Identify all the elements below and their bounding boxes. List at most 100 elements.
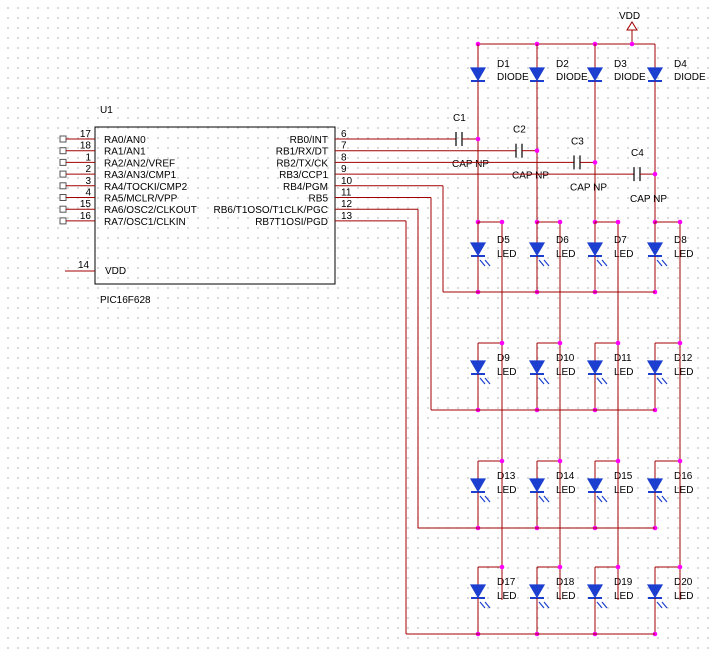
led-type: LED [614,485,633,496]
led-arrow [656,259,663,267]
diode-type: DIODE [614,72,646,83]
led-d11 [586,360,604,375]
ic-left-pins: 17RA0/AN018RA1/AN11RA2/AN2/VREF2RA3/AN3/… [59,129,197,228]
led-ref: D7 [614,235,627,246]
diode-type: DIODE [556,72,588,83]
pin-name: RB4/PGM [283,182,328,193]
led-d7 [586,242,604,257]
vdd-power-symbol [626,21,638,31]
pin-terminal [59,135,67,143]
led-type: LED [556,485,575,496]
led-d9 [469,360,487,375]
pin-name: RB5 [309,194,329,205]
pin-terminal [59,194,67,201]
pin-number: 4 [85,188,91,199]
diode-3 [586,67,604,82]
led-ref: D5 [497,235,510,246]
led-arrow [601,495,608,503]
led-arrow [661,377,668,385]
led-ref: D8 [674,235,687,246]
led-type: LED [674,367,693,378]
junction-dot [677,564,683,570]
diode-ref: D4 [674,59,687,70]
junction-dot [677,458,683,464]
led-d17 [469,584,487,599]
led-type: LED [556,249,575,260]
pin-number: 10 [341,176,353,187]
pin-number: 16 [80,211,92,222]
led-ref: D10 [556,353,575,364]
junction-dot [629,41,635,47]
vdd-pin-number: 14 [78,260,90,271]
led-type: LED [614,249,633,260]
led-ref: D9 [497,353,510,364]
led-arrow [543,601,550,609]
led-arrow [543,495,550,503]
led-ref: D19 [614,577,633,588]
pin-number: 1 [85,152,91,163]
pin-name: RA6/OSC2/CLKOUT [104,205,197,216]
led-arrow [538,377,545,385]
junction-dot [499,564,505,570]
pin-terminal [59,170,67,178]
led-d12 [646,360,664,375]
junction-dot [615,340,621,346]
led-arrow [661,495,668,503]
pin-number: 8 [341,152,347,163]
pin-name: RA4/TOCKI/CMP2 [104,182,188,193]
pin-name: RB3/CCP1 [279,170,328,181]
pin-terminal [59,158,67,166]
pin-name: RB7T1OSI/PGD [255,217,328,228]
junction-dot [499,219,505,225]
pin-number: 18 [80,141,92,152]
led-arrow [543,377,550,385]
led-arrow [484,377,491,385]
vdd-pin-name: VDD [105,266,126,277]
cap-ref: C3 [571,136,584,147]
junction-dot [499,340,505,346]
led-type: LED [614,367,633,378]
led-arrow [543,259,550,267]
cap-ref: C1 [453,113,466,124]
junction-dot [677,219,683,225]
led-type: LED [497,249,516,260]
led-arrow [538,259,545,267]
led-d6 [528,242,546,257]
led-ref: D20 [674,577,693,588]
ic-part-label: PIC16F628 [100,295,151,306]
junction-dot [615,458,621,464]
junction-dot [557,219,563,225]
led-d18 [528,584,546,599]
led-type: LED [556,591,575,602]
vdd-power-label: VDD [619,11,640,22]
led-d19 [586,584,604,599]
pin-number: 6 [341,129,347,140]
cap-ref: C2 [513,125,526,136]
led-arrow [596,377,603,385]
pin-name: RB0/INT [290,135,328,146]
junction-dot [677,340,683,346]
pin-terminal [59,205,67,213]
junction-dot [615,564,621,570]
cap-type: CAP NP [512,171,549,182]
led-arrow [656,495,663,503]
led-arrow [656,377,663,385]
junction-dot [615,219,621,225]
led-arrow [479,259,486,267]
pin-name: RA5/MCLR/VPP [104,194,178,205]
led-arrow [601,601,608,609]
led-arrow [538,495,545,503]
led-d10 [528,360,546,375]
cap-type: CAP NP [452,159,489,170]
ic-ref-label: U1 [100,105,113,116]
led-ref: D6 [556,235,569,246]
pin-name: RB2/TX/CK [276,158,328,169]
led-arrow [601,259,608,267]
ic-body[interactable] [94,126,336,285]
diode-4 [646,67,664,82]
led-type: LED [674,249,693,260]
pin-terminal [59,217,67,225]
led-d20 [646,584,664,599]
pin-terminal [59,147,67,155]
